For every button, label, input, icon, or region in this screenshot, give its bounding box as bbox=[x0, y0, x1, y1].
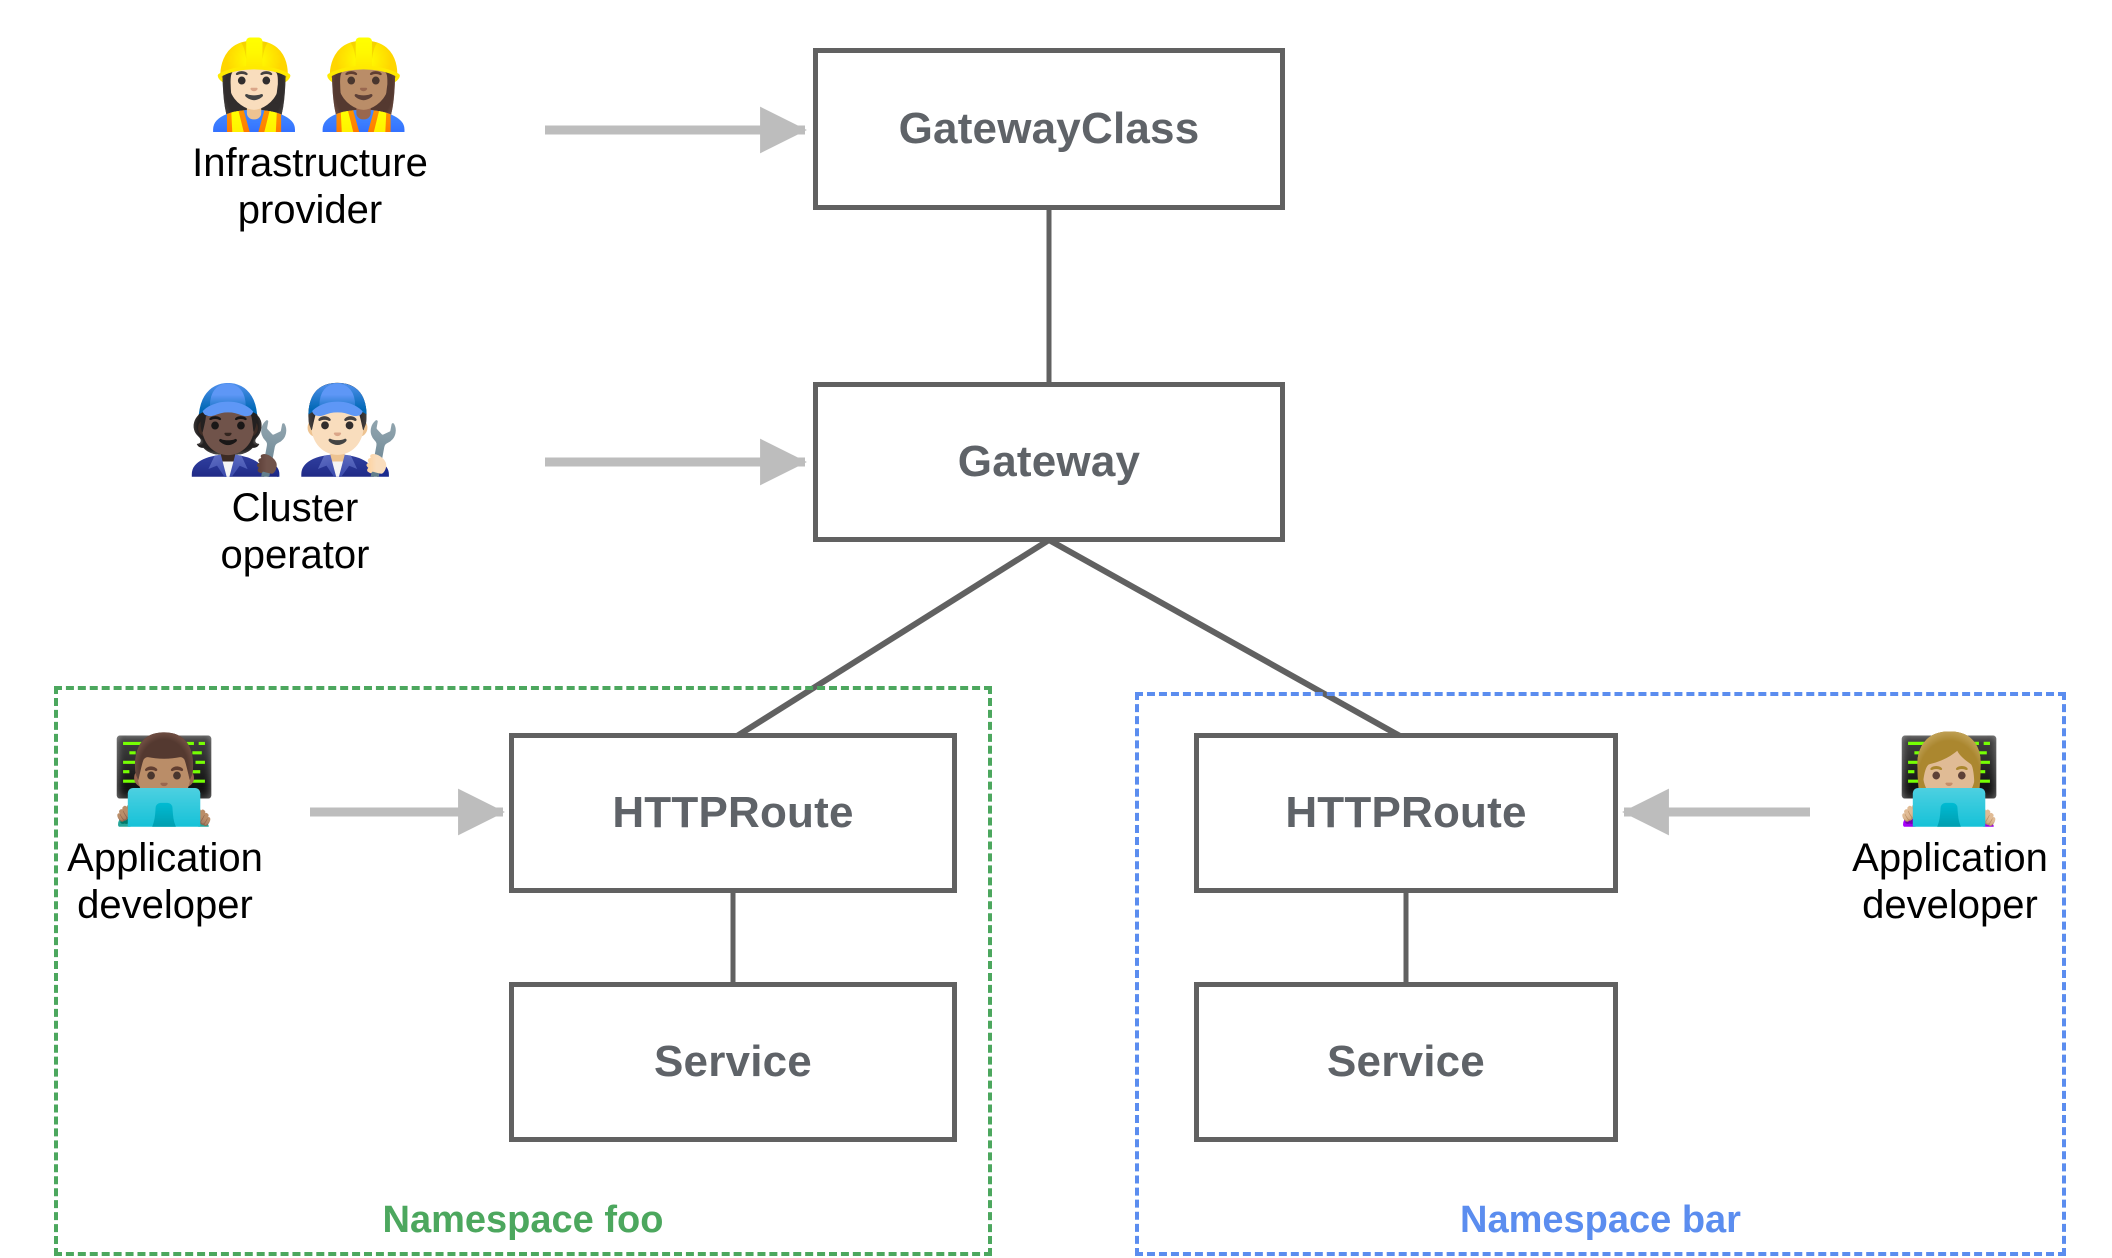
node-httproute-foo[interactable]: HTTPRoute bbox=[509, 733, 957, 893]
node-gateway-label: Gateway bbox=[957, 437, 1141, 486]
node-service-foo-label: Service bbox=[654, 1037, 812, 1086]
persona-cluster-operator-label: Cluster operator bbox=[220, 486, 370, 578]
node-httproute-bar[interactable]: HTTPRoute bbox=[1194, 733, 1618, 893]
woman-construction-worker-icon: 👷🏻‍♀️👷🏽‍♀️ bbox=[200, 35, 420, 135]
man-technologist-icon: 👨🏽‍💻 bbox=[110, 730, 220, 830]
namespace-foo-container: Namespace foo bbox=[54, 686, 992, 1256]
node-httproute-bar-label: HTTPRoute bbox=[1285, 788, 1527, 837]
woman-technologist-icon: 👩🏼‍💻 bbox=[1895, 730, 2005, 830]
node-gateway[interactable]: Gateway bbox=[813, 382, 1285, 542]
namespace-foo-label: Namespace foo bbox=[382, 1199, 664, 1241]
persona-application-developer-foo: 👨🏽‍💻 Application developer bbox=[25, 735, 305, 929]
node-service-bar[interactable]: Service bbox=[1194, 982, 1618, 1142]
persona-application-developer-foo-label: Application developer bbox=[67, 836, 263, 928]
node-gatewayclass-label: GatewayClass bbox=[898, 104, 1200, 153]
node-service-bar-label: Service bbox=[1327, 1037, 1485, 1086]
namespace-bar-label: Namespace bar bbox=[1460, 1199, 1741, 1241]
node-gatewayclass[interactable]: GatewayClass bbox=[813, 48, 1285, 210]
mechanic-icon: 🧑🏿‍🔧👨🏻‍🔧 bbox=[185, 380, 405, 480]
persona-infrastructure-provider-label: Infrastructure provider bbox=[192, 141, 428, 233]
persona-cluster-operator: 🧑🏿‍🔧👨🏻‍🔧 Cluster operator bbox=[120, 385, 470, 579]
namespace-bar-container: Namespace bar bbox=[1135, 692, 2066, 1256]
node-service-foo[interactable]: Service bbox=[509, 982, 957, 1142]
persona-application-developer-bar-label: Application developer bbox=[1852, 836, 2048, 928]
node-httproute-foo-label: HTTPRoute bbox=[612, 788, 854, 837]
persona-infrastructure-provider: 👷🏻‍♀️👷🏽‍♀️ Infrastructure provider bbox=[135, 40, 485, 234]
persona-application-developer-bar: 👩🏼‍💻 Application developer bbox=[1810, 735, 2090, 929]
